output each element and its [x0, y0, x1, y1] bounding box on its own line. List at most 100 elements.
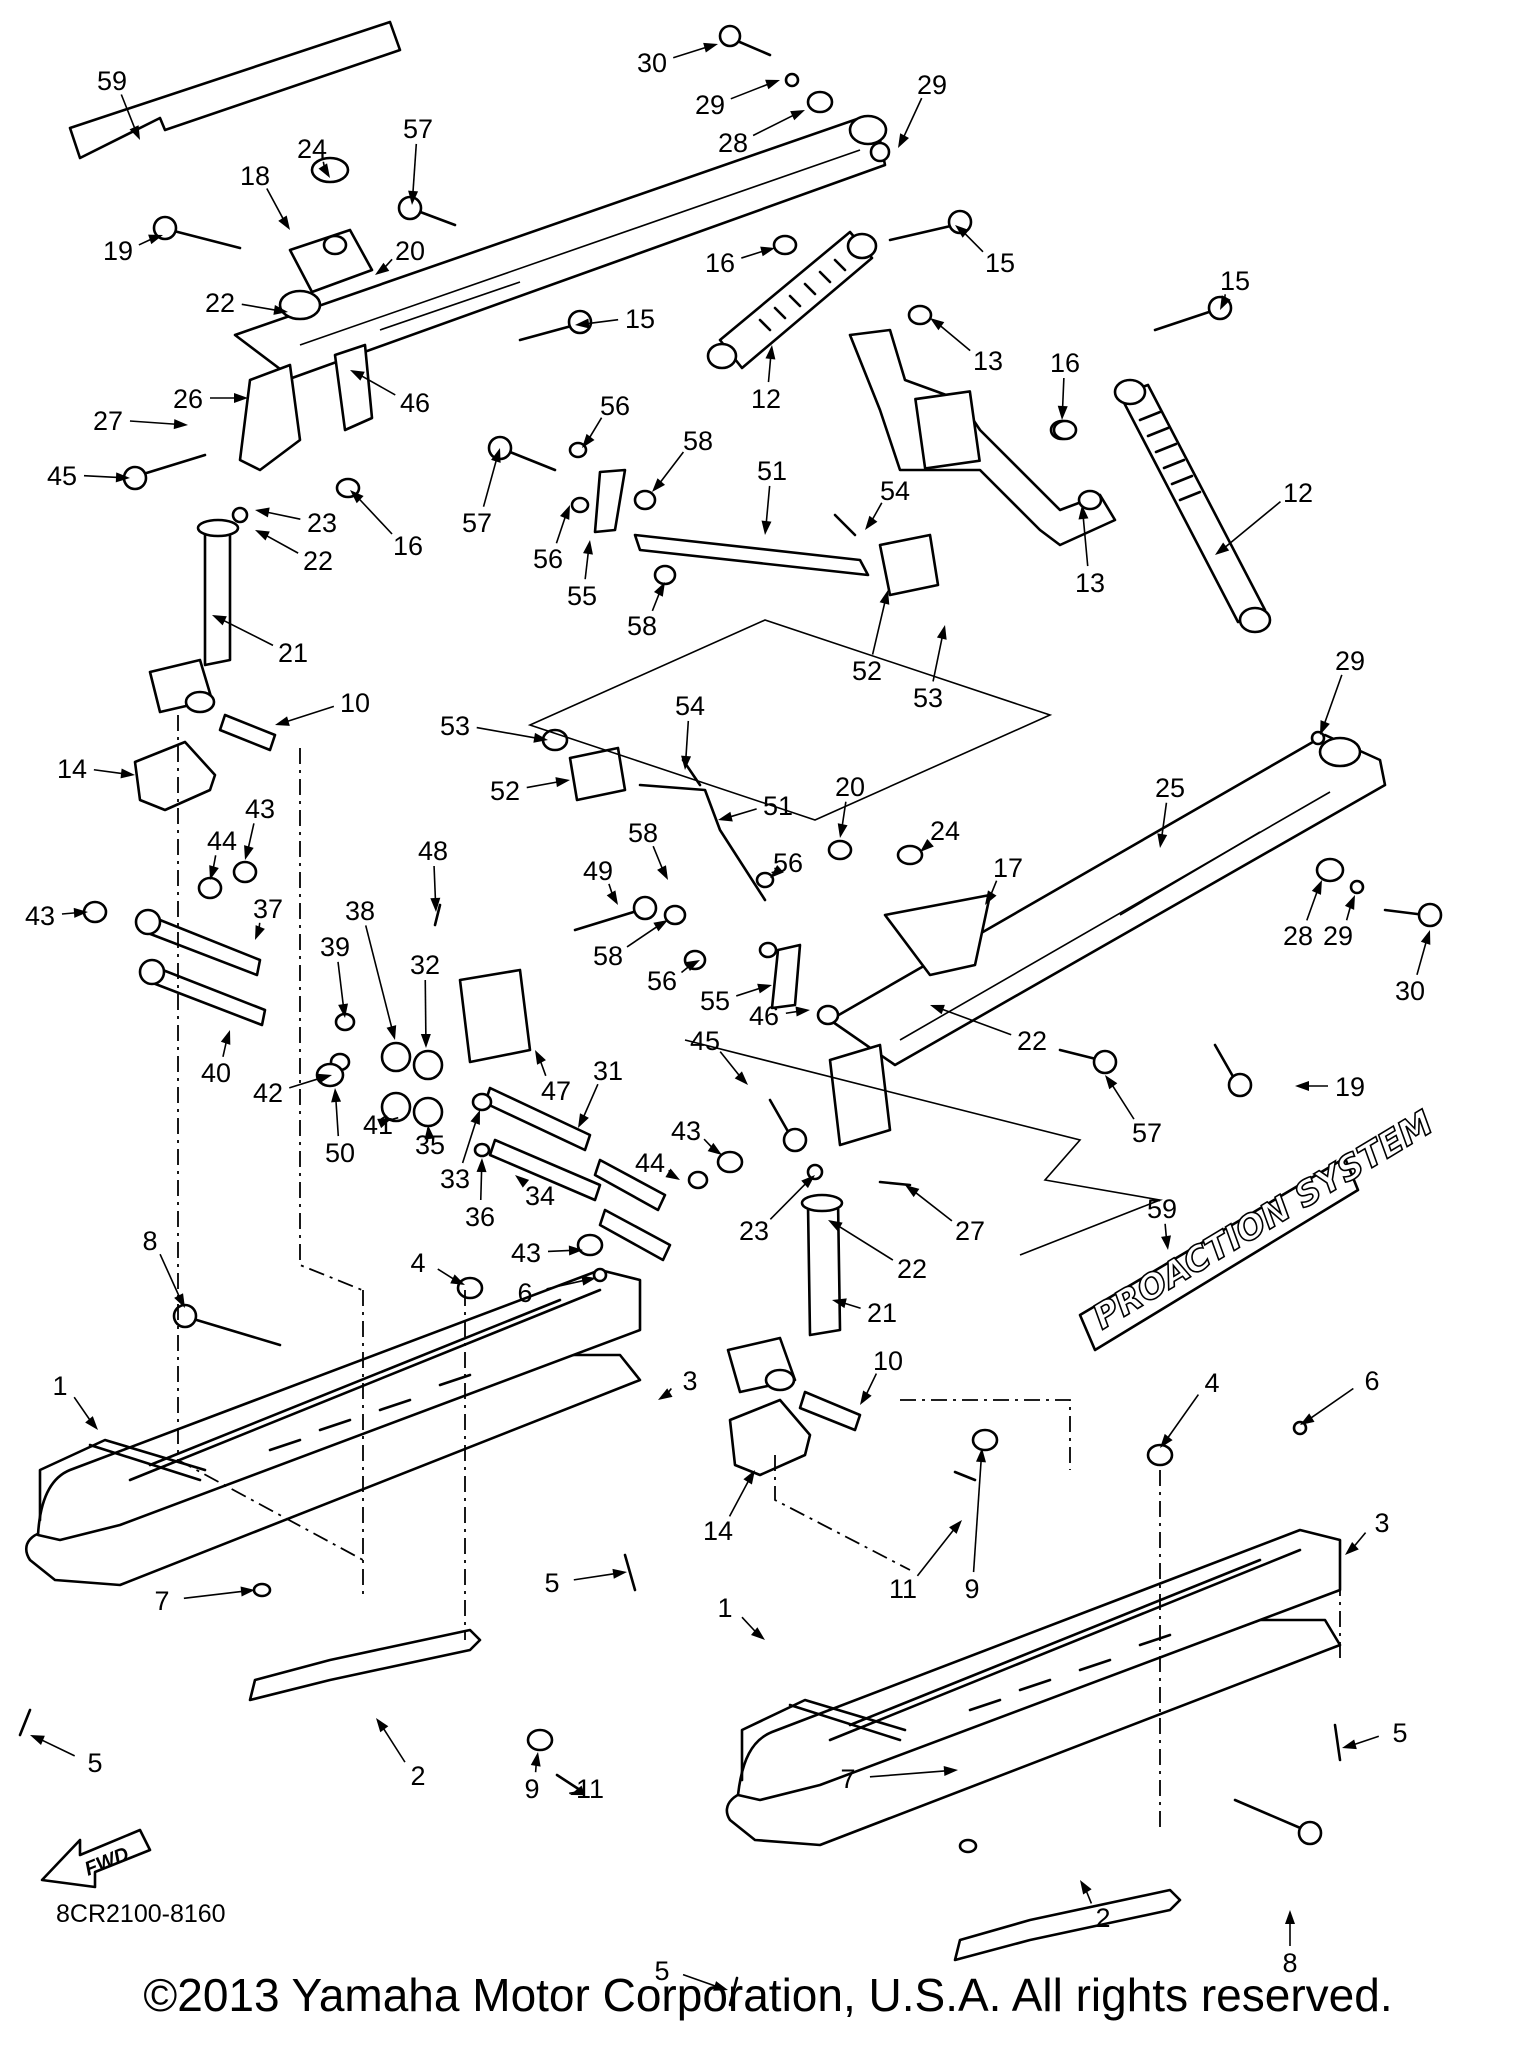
callout-leader — [869, 1769, 949, 1778]
callout-number: 38 — [345, 896, 375, 926]
callout-leader — [972, 1457, 983, 1573]
bushing-left — [218, 713, 277, 752]
callout-leader — [1082, 514, 1089, 567]
callout-2: 2 — [376, 1718, 426, 1791]
callout-8: 8 — [142, 1226, 185, 1308]
callout-number: 3 — [1374, 1508, 1389, 1538]
callout-number: 29 — [695, 90, 725, 120]
callout-arrowhead — [350, 490, 364, 504]
callout-number: 22 — [205, 288, 235, 318]
callout-arrowhead — [612, 1568, 627, 1579]
callout-leader — [120, 94, 137, 132]
callout-arrowhead — [376, 1718, 389, 1733]
link-arm-lower — [770, 943, 802, 1010]
callout-number: 40 — [201, 1058, 231, 1088]
callout-arrowhead — [318, 163, 330, 178]
callout-arrowhead — [491, 448, 501, 463]
callout-3: 3 — [1345, 1508, 1390, 1555]
callout-number: 57 — [1132, 1118, 1162, 1148]
callout-1: 1 — [52, 1371, 98, 1430]
callout-7: 7 — [154, 1586, 255, 1616]
callout-33: 33 — [440, 1110, 480, 1194]
callout-55: 55 — [700, 983, 772, 1016]
callout-number: 5 — [1392, 1718, 1407, 1748]
callout-leader — [1061, 377, 1065, 411]
callout-number: 54 — [675, 691, 705, 721]
callout-number: 25 — [1155, 773, 1185, 803]
callout-number: 53 — [913, 683, 943, 713]
callout-arrowhead — [1057, 405, 1068, 420]
callout-arrowhead — [377, 1118, 392, 1129]
callout-number: 11 — [889, 1574, 917, 1604]
callout-leader — [461, 1119, 478, 1164]
callout-number: 23 — [739, 1216, 769, 1246]
callout-19: 19 — [1295, 1072, 1365, 1102]
callout-5: 5 — [30, 1735, 103, 1778]
callout-leader — [356, 496, 393, 535]
callout-arrowhead — [765, 345, 776, 360]
callout-arrowhead — [555, 777, 570, 788]
callout-43: 43 — [25, 901, 88, 931]
callout-number: 51 — [757, 456, 787, 486]
callout-leader — [657, 451, 685, 485]
callout-46: 46 — [350, 370, 430, 418]
callout-number: 58 — [683, 426, 713, 456]
callout-arrowhead — [1215, 542, 1230, 555]
callout-number: 55 — [567, 581, 597, 611]
callout-leader — [546, 1279, 587, 1290]
callout-leader — [871, 599, 887, 655]
callout-number: 52 — [490, 776, 520, 806]
callout-number: 4 — [1204, 1368, 1219, 1398]
callout-22: 22 — [828, 1220, 927, 1284]
callout-leader — [1160, 802, 1168, 839]
callout-42: 42 — [253, 1073, 332, 1108]
rod-end-35 — [412, 1096, 444, 1128]
callout-number: 46 — [749, 1001, 779, 1031]
callout-arrowhead — [790, 110, 805, 121]
callout-number: 8 — [1282, 1948, 1297, 1978]
callout-number: 6 — [1364, 1366, 1379, 1396]
callout-15: 15 — [1220, 266, 1250, 310]
callout-number: 9 — [524, 1774, 539, 1804]
callout-arrowhead — [1311, 880, 1322, 895]
callout-leader — [433, 865, 437, 903]
callout-26: 26 — [173, 384, 248, 414]
callout-15: 15 — [955, 225, 1015, 278]
callout-number: 43 — [511, 1238, 541, 1268]
callout-58: 58 — [593, 920, 668, 971]
callout-arrowhead — [375, 262, 390, 275]
tie-rod-34 — [488, 1138, 602, 1202]
ski-block-left — [133, 740, 217, 812]
callout-number: 57 — [403, 114, 433, 144]
callout-leader — [1416, 939, 1428, 976]
callout-leader — [581, 1083, 599, 1120]
callout-9: 9 — [524, 1752, 541, 1804]
callout-leader — [587, 417, 603, 441]
callout-number: 34 — [525, 1181, 555, 1211]
callout-number: 1 — [52, 1371, 67, 1401]
callout-18: 18 — [240, 161, 290, 230]
callout-leader — [555, 513, 567, 544]
callout-leader — [741, 249, 766, 259]
callout-number: 43 — [25, 901, 55, 931]
callout-11: 11 — [569, 1774, 604, 1804]
callout-number: 21 — [867, 1298, 897, 1328]
callout-46: 46 — [749, 1001, 810, 1031]
callout-15: 15 — [575, 304, 655, 334]
callout-leader — [159, 1253, 182, 1300]
callout-arrowhead — [476, 1158, 487, 1173]
callout-number: 27 — [93, 406, 123, 436]
callout-leader — [767, 354, 772, 383]
callout-arrowhead — [653, 920, 668, 932]
callout-number: 7 — [840, 1764, 855, 1794]
callout-number: 22 — [303, 546, 333, 576]
callout-arrowhead — [1080, 1880, 1092, 1895]
callout-59: 59 — [97, 66, 140, 140]
callout-arrowhead — [920, 838, 934, 852]
link-arm-upper — [593, 468, 627, 534]
callout-leader — [364, 925, 394, 1031]
callout-10: 10 — [860, 1346, 903, 1405]
callout-arrowhead — [582, 433, 595, 448]
callout-leader — [266, 188, 286, 222]
